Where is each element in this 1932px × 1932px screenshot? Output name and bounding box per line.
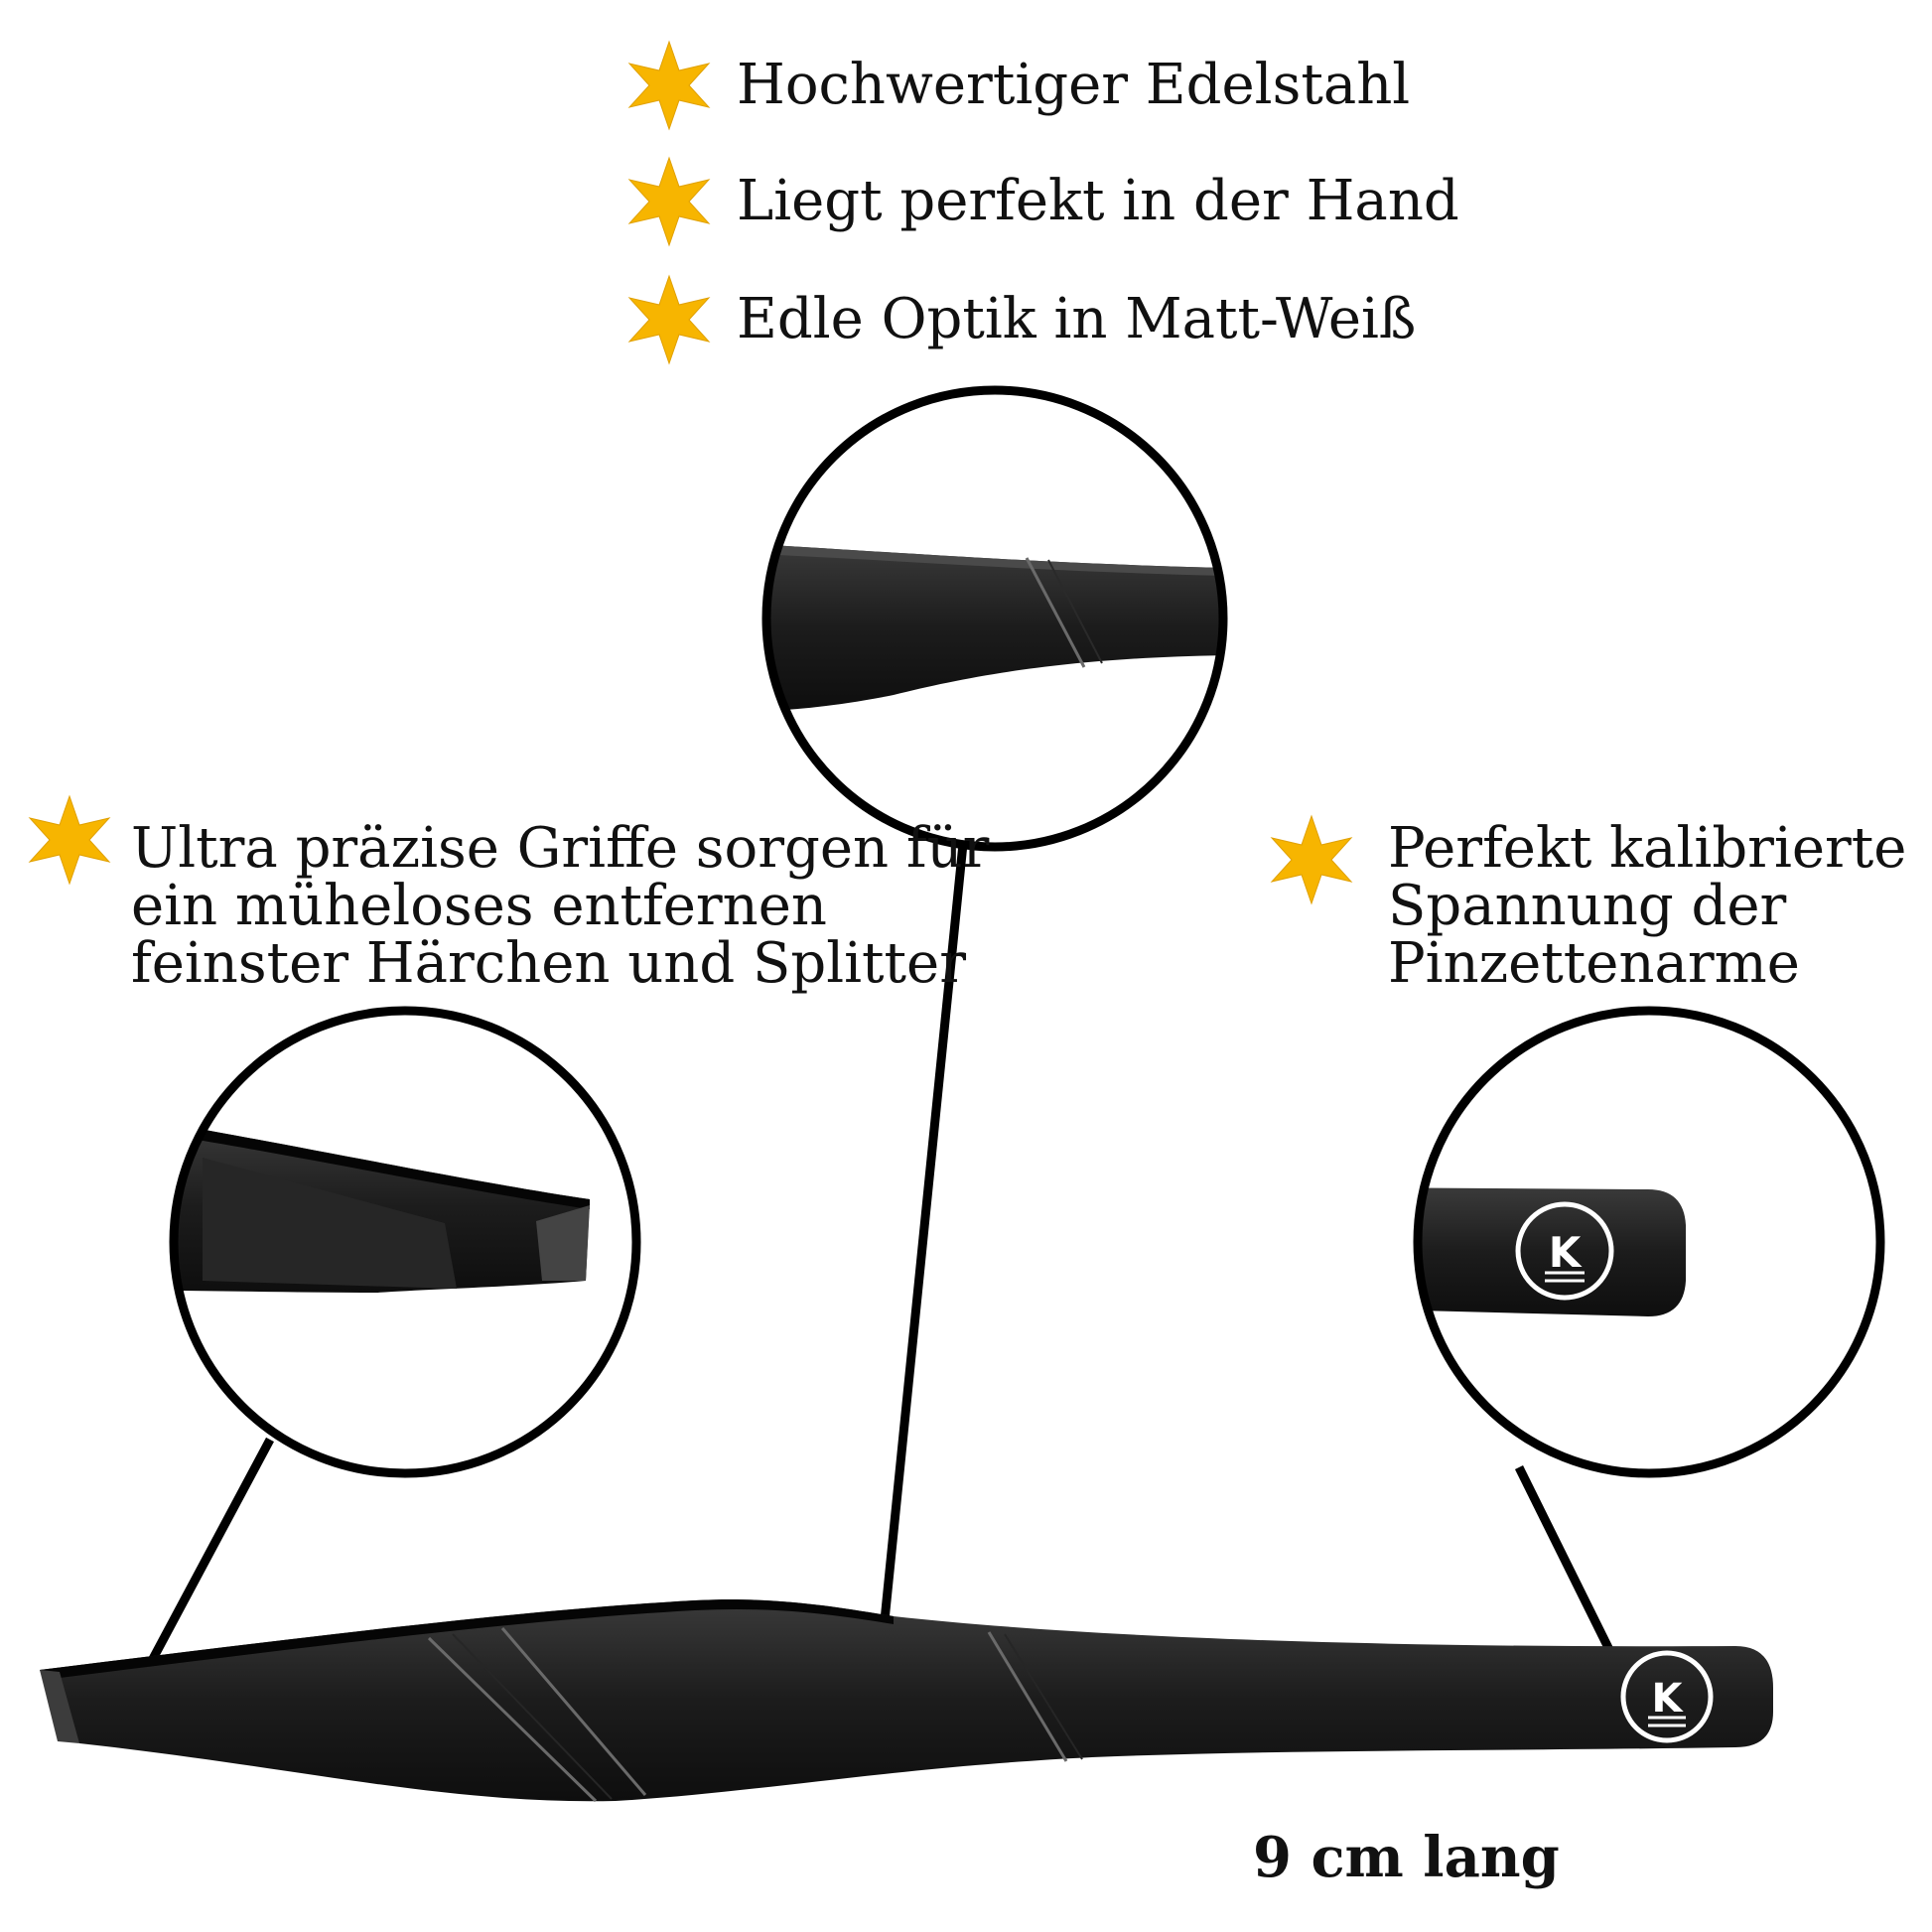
pointer-line-right — [1514, 1465, 1627, 1678]
star-icon — [628, 157, 710, 246]
tweezer: K — [40, 1599, 1773, 1803]
callout-line: ein müheloses entfernen — [131, 874, 827, 938]
pointer-line-middle — [877, 843, 968, 1651]
logo-letter: K — [1549, 1228, 1583, 1277]
feature-text: Edle Optik in Matt-Weiß — [737, 287, 1417, 351]
logo-letter: K — [1652, 1676, 1685, 1722]
feature-text: Liegt perfekt in der Hand — [737, 169, 1459, 233]
zoom-circle-logo: K — [1413, 1006, 1885, 1478]
callout-line: Ultra präzise Griffe sorgen für — [131, 816, 990, 881]
callout-line: feinster Härchen und Splitter — [131, 931, 966, 996]
callout-line: Spannung der — [1388, 874, 1787, 938]
star-icon — [628, 41, 710, 130]
callout-line: Pinzettenarme — [1388, 931, 1800, 996]
zoom-circle-grip — [761, 385, 1228, 852]
callout-right-text: Perfekt kalibrierte Spannung der Pinzett… — [1388, 820, 1924, 993]
feature-text: Hochwertiger Edelstahl — [737, 53, 1411, 117]
star-icon — [628, 275, 710, 364]
star-icon — [1271, 815, 1352, 904]
callout-left-text: Ultra präzise Griffe sorgen für ein mühe… — [131, 816, 990, 996]
star-icon — [29, 795, 110, 885]
callout-line: Perfekt kalibrierte — [1388, 816, 1907, 881]
length-label: 9 cm lang — [1253, 1825, 1560, 1890]
zoom-circle-tip — [169, 1006, 641, 1478]
